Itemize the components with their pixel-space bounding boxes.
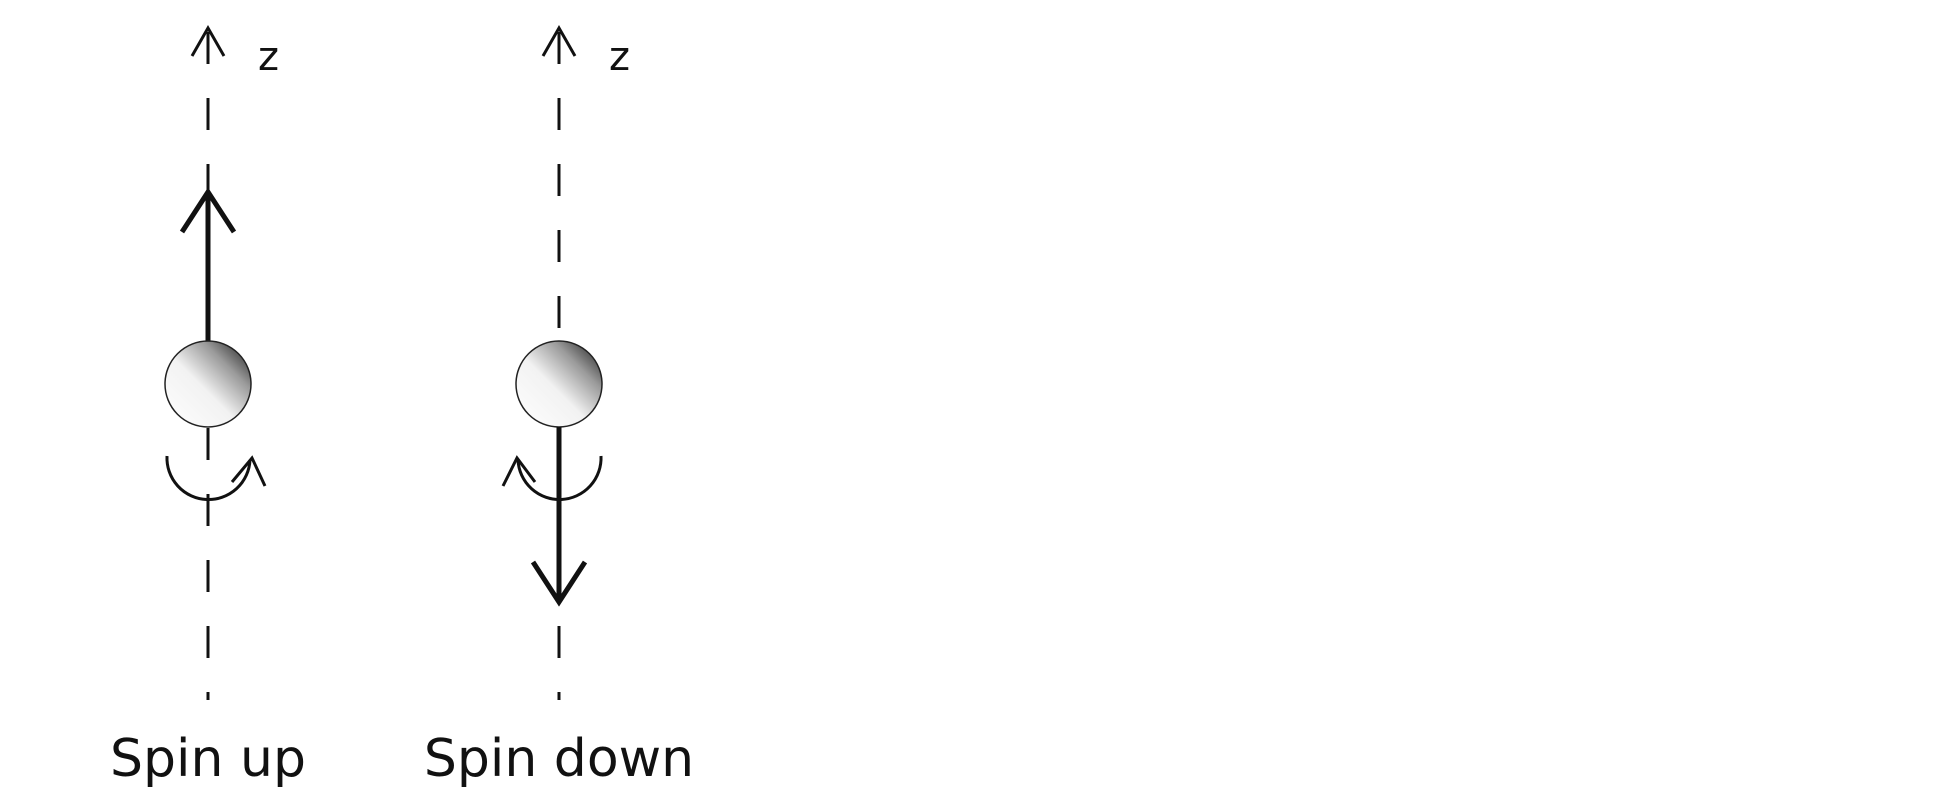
rotation-arrowhead	[501, 455, 537, 487]
spin-vector-arrowhead	[179, 187, 237, 234]
z-axis-arrowhead	[541, 24, 577, 57]
rotation-arc	[165, 455, 252, 502]
spin-vector-arrowhead	[530, 560, 588, 607]
rotation-arc	[516, 455, 603, 502]
spin-down-panel: z Spin down	[424, 24, 694, 789]
particle-sphere	[515, 340, 603, 428]
spin-up-panel: z Spin up	[110, 24, 306, 789]
particle-sphere	[164, 340, 252, 428]
z-axis-label: z	[609, 34, 630, 80]
caption-spin-down: Spin down	[424, 729, 694, 789]
caption-spin-up: Spin up	[110, 729, 306, 789]
z-axis-arrowhead	[190, 24, 226, 57]
rotation-arrowhead	[230, 455, 267, 487]
z-axis-label: z	[258, 34, 279, 80]
